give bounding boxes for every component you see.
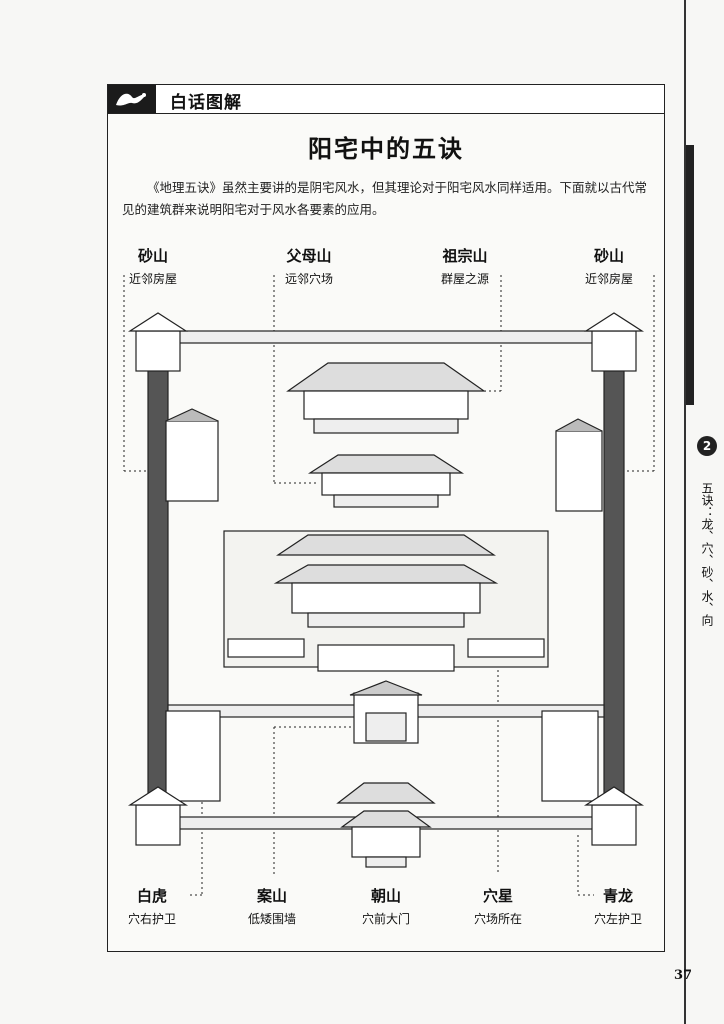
courtyard-illustration: [123, 275, 655, 896]
chapter-title: 五诀：龙、穴、砂、水、向: [700, 482, 714, 626]
figure-frame: 白话图解 阳宅中的五诀 《地理五诀》虽然主要讲的是阴宅风水，但其理论对于阳宅风水…: [107, 84, 665, 952]
label-qinglong: 青龙 穴左护卫: [593, 887, 642, 926]
page-title: 阳宅中的五诀: [308, 135, 464, 163]
page-number: 37: [674, 968, 693, 983]
label-zuzong-shan: 祖宗山 群屋之源: [440, 247, 489, 286]
label-fumu-shan: 父母山 远邻穴场: [284, 247, 333, 286]
label-sha-shan-left: 砂山 近邻房屋: [128, 247, 177, 286]
label-xue-xing: 穴星 穴场所在: [473, 887, 522, 926]
dragon-logo-icon: [108, 85, 156, 113]
label-sha-shan-right: 砂山 近邻房屋: [584, 247, 633, 286]
side-rail: [684, 0, 686, 1024]
intro-paragraph: 《地理五诀》虽然主要讲的是阴宅风水，但其理论对于阳宅风水同样适用。下面就以古代常…: [122, 180, 648, 217]
chapter-number: 2: [697, 436, 717, 456]
banner: 白话图解: [108, 85, 664, 114]
label-chao-shan: 朝山 穴前大门: [361, 887, 410, 926]
banner-title: 白话图解: [170, 93, 242, 113]
chapter-tab: [686, 145, 694, 405]
label-an-shan: 案山 低矮围墙: [247, 887, 296, 926]
label-baihu: 白虎 穴右护卫: [127, 887, 176, 926]
